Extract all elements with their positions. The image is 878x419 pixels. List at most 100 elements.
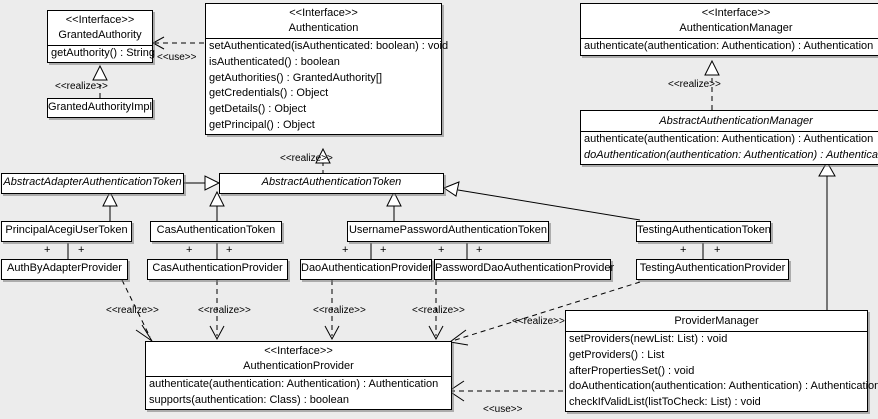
class-abstract-authentication-manager[interactable]: AbstractAuthenticationManager authentica… — [580, 110, 878, 165]
class-testing-authentication-provider[interactable]: TestingAuthenticationProvider — [636, 259, 789, 280]
member-get-credentials: getCredentials() : Object — [209, 87, 329, 100]
class-name-label: AuthenticationProvider — [243, 360, 354, 372]
class-cas-authentication-provider[interactable]: CasAuthenticationProvider — [147, 259, 288, 280]
member-authenticate: authenticate(authentication: Authenticat… — [584, 40, 874, 52]
role-marker-cas-right: + — [226, 244, 233, 256]
class-principal-acegi-user-token[interactable]: PrincipalAcegiUserToken — [1, 221, 132, 242]
member-get-principal: getPrincipal() : Object — [209, 118, 315, 131]
edge-label-realize-daoauthenticationprovider: <<realize>> — [313, 305, 366, 316]
class-header-provider-manager: ProviderManager — [566, 311, 867, 331]
member-list-authentication-manager: authenticate(authentication: Authenticat… — [581, 39, 878, 55]
stereotype-label: <<Interface>> — [65, 14, 135, 26]
member-do-authentication: doAuthentication(authentication: Authent… — [584, 148, 878, 161]
arrowhead-realize-testp — [450, 330, 468, 345]
edge-label-use-providermanager: <<use>> — [483, 404, 523, 415]
member-list-granted-authority: getAuthority() : String — [48, 46, 155, 62]
class-authentication-manager[interactable]: <<Interface>> AuthenticationManager auth… — [580, 3, 878, 56]
class-name-label: ProviderManager — [674, 315, 759, 327]
class-header-authentication-provider: <<Interface>> AuthenticationProvider — [146, 342, 451, 376]
class-auth-by-adapter-provider[interactable]: AuthByAdapterProvider — [1, 259, 128, 280]
role-marker-cas-left: + — [186, 244, 193, 256]
member-authenticate: authenticate(authentication: Authenticat… — [584, 133, 874, 145]
section-divider — [581, 131, 878, 132]
role-marker-principal-left: + — [44, 244, 51, 256]
edge-inherit-testingtoken — [458, 190, 640, 220]
member-authenticate: authenticate(authentication: Authenticat… — [149, 378, 439, 390]
edge-label-realize-passworddaoauthenticationprovider: <<realize>> — [412, 305, 465, 316]
edge-label-realize-grantedauthorityimpl: <<realize>> — [55, 81, 108, 92]
role-marker-testing-right: + — [714, 244, 721, 256]
stereotype-label: <<Interface>> — [264, 345, 333, 357]
member-is-authenticated: isAuthenticated() : boolean — [209, 55, 340, 68]
class-password-dao-authentication-provider[interactable]: PasswordDaoAuthenticationProvider — [434, 259, 614, 280]
member-list-authentication-provider: authenticate(authentication: Authenticat… — [146, 377, 451, 409]
arrowhead-inherit-up — [387, 192, 401, 206]
class-name-label: DaoAuthenticationProvider — [301, 262, 432, 274]
arrowhead-realize-pdaop — [429, 326, 443, 339]
member-do-authentication: doAuthentication(authentication: Authent… — [569, 380, 878, 393]
class-cas-authentication-token[interactable]: CasAuthenticationToken — [150, 221, 282, 242]
arrowhead-inherit-aat — [205, 176, 219, 190]
section-divider — [566, 331, 867, 332]
class-name-label: PrincipalAcegiUserToken — [5, 224, 128, 236]
member-list-provider-manager: setProviders(newList: List) : void getPr… — [566, 332, 878, 411]
class-testing-authentication-token[interactable]: TestingAuthenticationToken — [636, 221, 771, 242]
arrowhead-inherit-testing — [444, 182, 459, 196]
class-authentication-provider[interactable]: <<Interface>> AuthenticationProvider aut… — [145, 341, 452, 410]
class-granted-authority-impl[interactable]: GrantedAuthorityImpl — [47, 98, 153, 118]
member-set-providers: setProviders(newList: List) : void — [569, 333, 728, 345]
role-marker-passworddao-right: + — [476, 244, 483, 256]
edge-label-realize-authbyadapterprovider: <<realize>> — [106, 305, 159, 316]
class-header-abstract-authentication-manager: AbstractAuthenticationManager — [581, 111, 878, 131]
class-abstract-adapter-authentication-token[interactable]: AbstractAdapterAuthenticationToken — [1, 173, 184, 194]
role-marker-principal-right: + — [78, 244, 85, 256]
class-provider-manager[interactable]: ProviderManager setProviders(newList: Li… — [565, 310, 878, 412]
arrowhead-inherit-adapter — [103, 192, 117, 206]
class-header-authentication: <<Interface>> Authentication — [206, 4, 441, 38]
role-marker-dao-right: + — [380, 244, 387, 256]
member-get-details: getDetails() : Object — [209, 103, 307, 116]
role-marker-dao-left: + — [342, 244, 349, 256]
class-name-label: AuthenticationManager — [679, 22, 793, 34]
edge-label-realize-abstractauthenticationmanager: <<realize>> — [668, 79, 721, 90]
class-name-label: TestingAuthenticationProvider — [639, 262, 786, 274]
section-divider — [581, 38, 878, 39]
class-dao-authentication-provider[interactable]: DaoAuthenticationProvider — [300, 259, 432, 280]
section-divider — [206, 38, 441, 39]
arrowhead-realize-daop — [325, 326, 339, 339]
edge-label-use-authentication-grantedauthority: <<use>> — [157, 52, 197, 63]
member-supports: supports(authentication: Class) : boolea… — [149, 393, 349, 406]
stereotype-label: <<Interface>> — [289, 7, 358, 19]
member-list-authentication: setAuthenticated(isAuthenticated: boolea… — [206, 39, 449, 134]
class-abstract-authentication-token[interactable]: AbstractAuthenticationToken — [219, 173, 444, 194]
class-name-label: AbstractAdapterAuthenticationToken — [3, 176, 182, 188]
member-get-providers: getProviders() : List — [569, 348, 665, 361]
class-name-label: GrantedAuthorityImpl — [48, 101, 152, 113]
class-name-label: AbstractAuthenticationManager — [659, 115, 813, 127]
edge-label-realize-testingauthenticationprovider: <<realize>> — [512, 316, 565, 327]
section-divider — [146, 376, 451, 377]
member-list-abstract-authentication-manager: authenticate(authentication: Authenticat… — [581, 132, 878, 164]
class-header-authentication-manager: <<Interface>> AuthenticationManager — [581, 4, 878, 38]
role-marker-passworddao-left: + — [438, 244, 445, 256]
class-authentication[interactable]: <<Interface>> Authentication setAuthenti… — [205, 3, 449, 135]
class-granted-authority[interactable]: <<Interface>> GrantedAuthority getAuthor… — [47, 10, 155, 63]
class-name-label: CasAuthenticationToken — [156, 224, 276, 236]
member-set-authenticated: setAuthenticated(isAuthenticated: boolea… — [209, 40, 449, 52]
class-header-granted-authority: <<Interface>> GrantedAuthority — [48, 11, 152, 45]
member-get-authorities: getAuthorities() : GrantedAuthority[] — [209, 71, 383, 84]
arrowhead-realize-authmgr — [705, 61, 719, 75]
class-name-label: AbstractAuthenticationToken — [261, 176, 402, 188]
arrowhead-inherit-cas — [210, 192, 224, 206]
member-get-authority: getAuthority() : String — [51, 47, 155, 59]
class-name-label: Authentication — [288, 22, 359, 34]
arrowhead-realize-casp — [210, 326, 224, 339]
arrowhead-realize-ga — [93, 66, 107, 80]
class-username-password-authentication-token[interactable]: UsernamePasswordAuthenticationToken — [347, 221, 549, 242]
class-name-label: TestingAuthenticationToken — [637, 224, 771, 236]
edge-label-realize-casauthenticationprovider: <<realize>> — [198, 305, 251, 316]
class-name-label: GrantedAuthority — [58, 29, 142, 41]
class-name-label: CasAuthenticationProvider — [152, 262, 283, 274]
class-name-label: AuthByAdapterProvider — [7, 262, 122, 274]
